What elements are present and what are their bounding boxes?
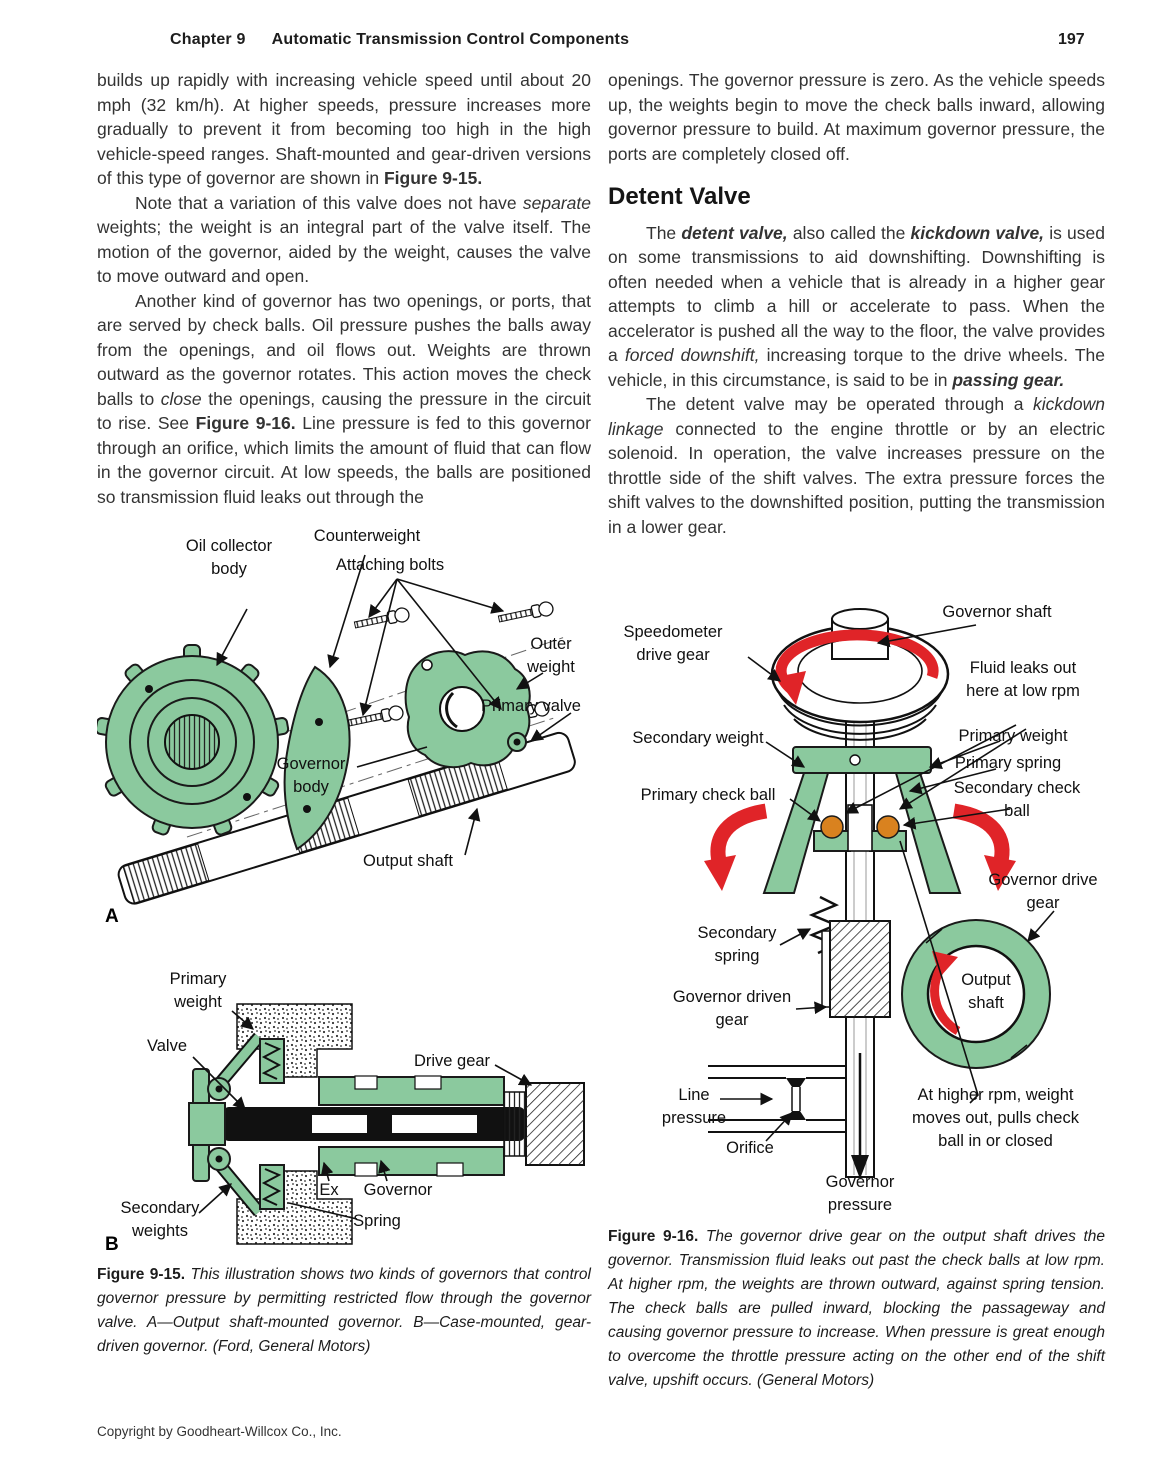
fig15-label-governor-body: Governor body [276, 755, 346, 796]
section-heading: Detent Valve [608, 183, 751, 210]
text-run: The [646, 222, 682, 243]
fig16-label-output-shaft: Output shaft [961, 971, 1011, 1012]
fig16-label-governor-driven-gear: Governor driven gear [672, 988, 792, 1029]
body-paragraph: Note that a variation of this valve does… [97, 191, 591, 289]
chapter-title: Automatic Transmission Control Component… [271, 31, 630, 48]
text-run: openings. The governor pressure is zero.… [608, 70, 1105, 164]
caption-text: The governor drive gear on the output sh… [608, 1228, 1105, 1389]
key-term: detent valve, [681, 222, 788, 243]
figure-9-16: Speedometer drive gear Governor shaft Fl… [608, 579, 1105, 1219]
key-term: kickdown valve, [910, 222, 1045, 243]
chapter-number: Chapter 9 [170, 31, 246, 48]
text-run: Line pressure is fed to this governor th… [97, 413, 591, 507]
fig15-label-primary-valve: Primary valve [481, 697, 581, 715]
text-run: builds up rapidly with increasing vehicl… [97, 70, 591, 188]
body-paragraph: openings. The governor pressure is zero.… [608, 68, 1105, 166]
fig16-label-fluid-leaks: Fluid leaks out here at low rpm [966, 659, 1080, 700]
fig16-label-speedometer-drive-gear: Speedometer drive gear [623, 623, 723, 664]
left-column: builds up rapidly with increasing vehicl… [97, 68, 591, 1359]
fig16-label-primary-check-ball: Primary check ball [640, 786, 776, 804]
fig16-label-at-higher-rpm: At higher rpm, weight moves out, pulls c… [912, 1086, 1079, 1150]
fig16-label-governor-pressure: Governor pressure [825, 1173, 895, 1214]
fig15-label-output-shaft: Output shaft [363, 852, 453, 870]
copyright-notice: Copyright by Goodheart-Willcox Co., Inc. [97, 1424, 342, 1439]
text-run: the openings, causing the pressure in th… [97, 388, 592, 434]
caption-text: This illustration shows two kinds of gov… [97, 1266, 591, 1355]
fig16-label-secondary-check-ball: Secondary check ball [953, 779, 1081, 820]
figure-reference: Figure 9-16. [195, 413, 296, 433]
fig16-label-governor-shaft: Governor shaft [942, 603, 1052, 621]
fig16-label-secondary-weight: Secondary weight [632, 729, 764, 747]
fig15-label-oil-collector-body: Oil collector body [185, 537, 273, 578]
text-run: kickdown linkage [608, 394, 1105, 439]
fig15-label-outer-weight: Outer weight [527, 635, 575, 676]
figure-reference: Figure 9-15. [383, 168, 483, 188]
fig15-label-secondary-weights: Secondary weights [120, 1199, 200, 1240]
fig15-label-counterweight: Counterweight [313, 527, 421, 545]
fig15-label-attaching-bolts: Attaching bolts [335, 556, 445, 574]
fig15-label-valve: Valve [146, 1037, 188, 1055]
fig16-label-secondary-spring: Secondary spring [697, 924, 777, 965]
caption-label: Figure 9-15. [97, 1266, 186, 1283]
page-number: 197 [1058, 31, 1085, 48]
key-term: passing gear. [952, 369, 1065, 390]
fig15-label-drive-gear: Drive gear [413, 1052, 491, 1070]
fig15-label-governor: Governor [363, 1181, 433, 1199]
body-paragraph: The detent valve may be operated through… [608, 392, 1105, 539]
text-run: The detent valve may be operated through… [646, 394, 1034, 414]
fig16-label-primary-spring: Primary spring [954, 754, 1062, 772]
fig16-label-orifice: Orifice [726, 1139, 774, 1157]
right-column: openings. The governor pressure is zero.… [608, 68, 1105, 1393]
text-run: is used on some transmissions to aid dow… [608, 222, 1105, 366]
fig16-label-governor-drive-gear: Governor drive gear [988, 871, 1098, 912]
figure-9-15-caption: Figure 9-15. This illustration shows two… [97, 1263, 591, 1359]
figure-9-15-illustration [97, 554, 585, 1245]
fig15-label-spring: Spring [353, 1212, 401, 1230]
caption-label: Figure 9-16. [608, 1228, 699, 1245]
body-paragraph: Another kind of governor has two opening… [97, 289, 591, 510]
text-run: weights; the weight is an integral part … [97, 217, 591, 286]
body-paragraph: builds up rapidly with increasing vehicl… [97, 68, 591, 191]
fig15-label-ex: Ex [319, 1181, 339, 1199]
fig15-part-a-letter: A [105, 906, 119, 927]
text-run: Note that a variation of this valve does… [135, 192, 523, 213]
text-run: separate [522, 192, 591, 213]
text-run: also called the [787, 222, 911, 243]
text-run: increasing torque to the drive wheels. T… [608, 345, 1105, 390]
fig16-label-line-pressure: Line pressure [661, 1086, 727, 1127]
fig16-label-primary-weight: Primary weight [958, 727, 1068, 745]
fig15-label-primary-weight: Primary weight [169, 970, 227, 1011]
body-paragraph: The detent valve, also called the kickdo… [608, 221, 1105, 393]
text-run: forced downshift, [624, 345, 760, 365]
figure-9-16-caption: Figure 9-16. The governor drive gear on … [608, 1225, 1105, 1393]
text-run: close [160, 388, 202, 409]
figure-9-15: Oil collector body Counterweight Attachi… [97, 517, 591, 1257]
text-run: Another kind of governor has two opening… [97, 290, 591, 409]
fig15-part-b-letter: B [105, 1234, 119, 1255]
text-run: connected to the engine throttle or by a… [608, 418, 1105, 537]
figure-9-16-illustration [704, 608, 1055, 1179]
page-header: Chapter 9 Automatic Transmission Control … [170, 31, 629, 49]
